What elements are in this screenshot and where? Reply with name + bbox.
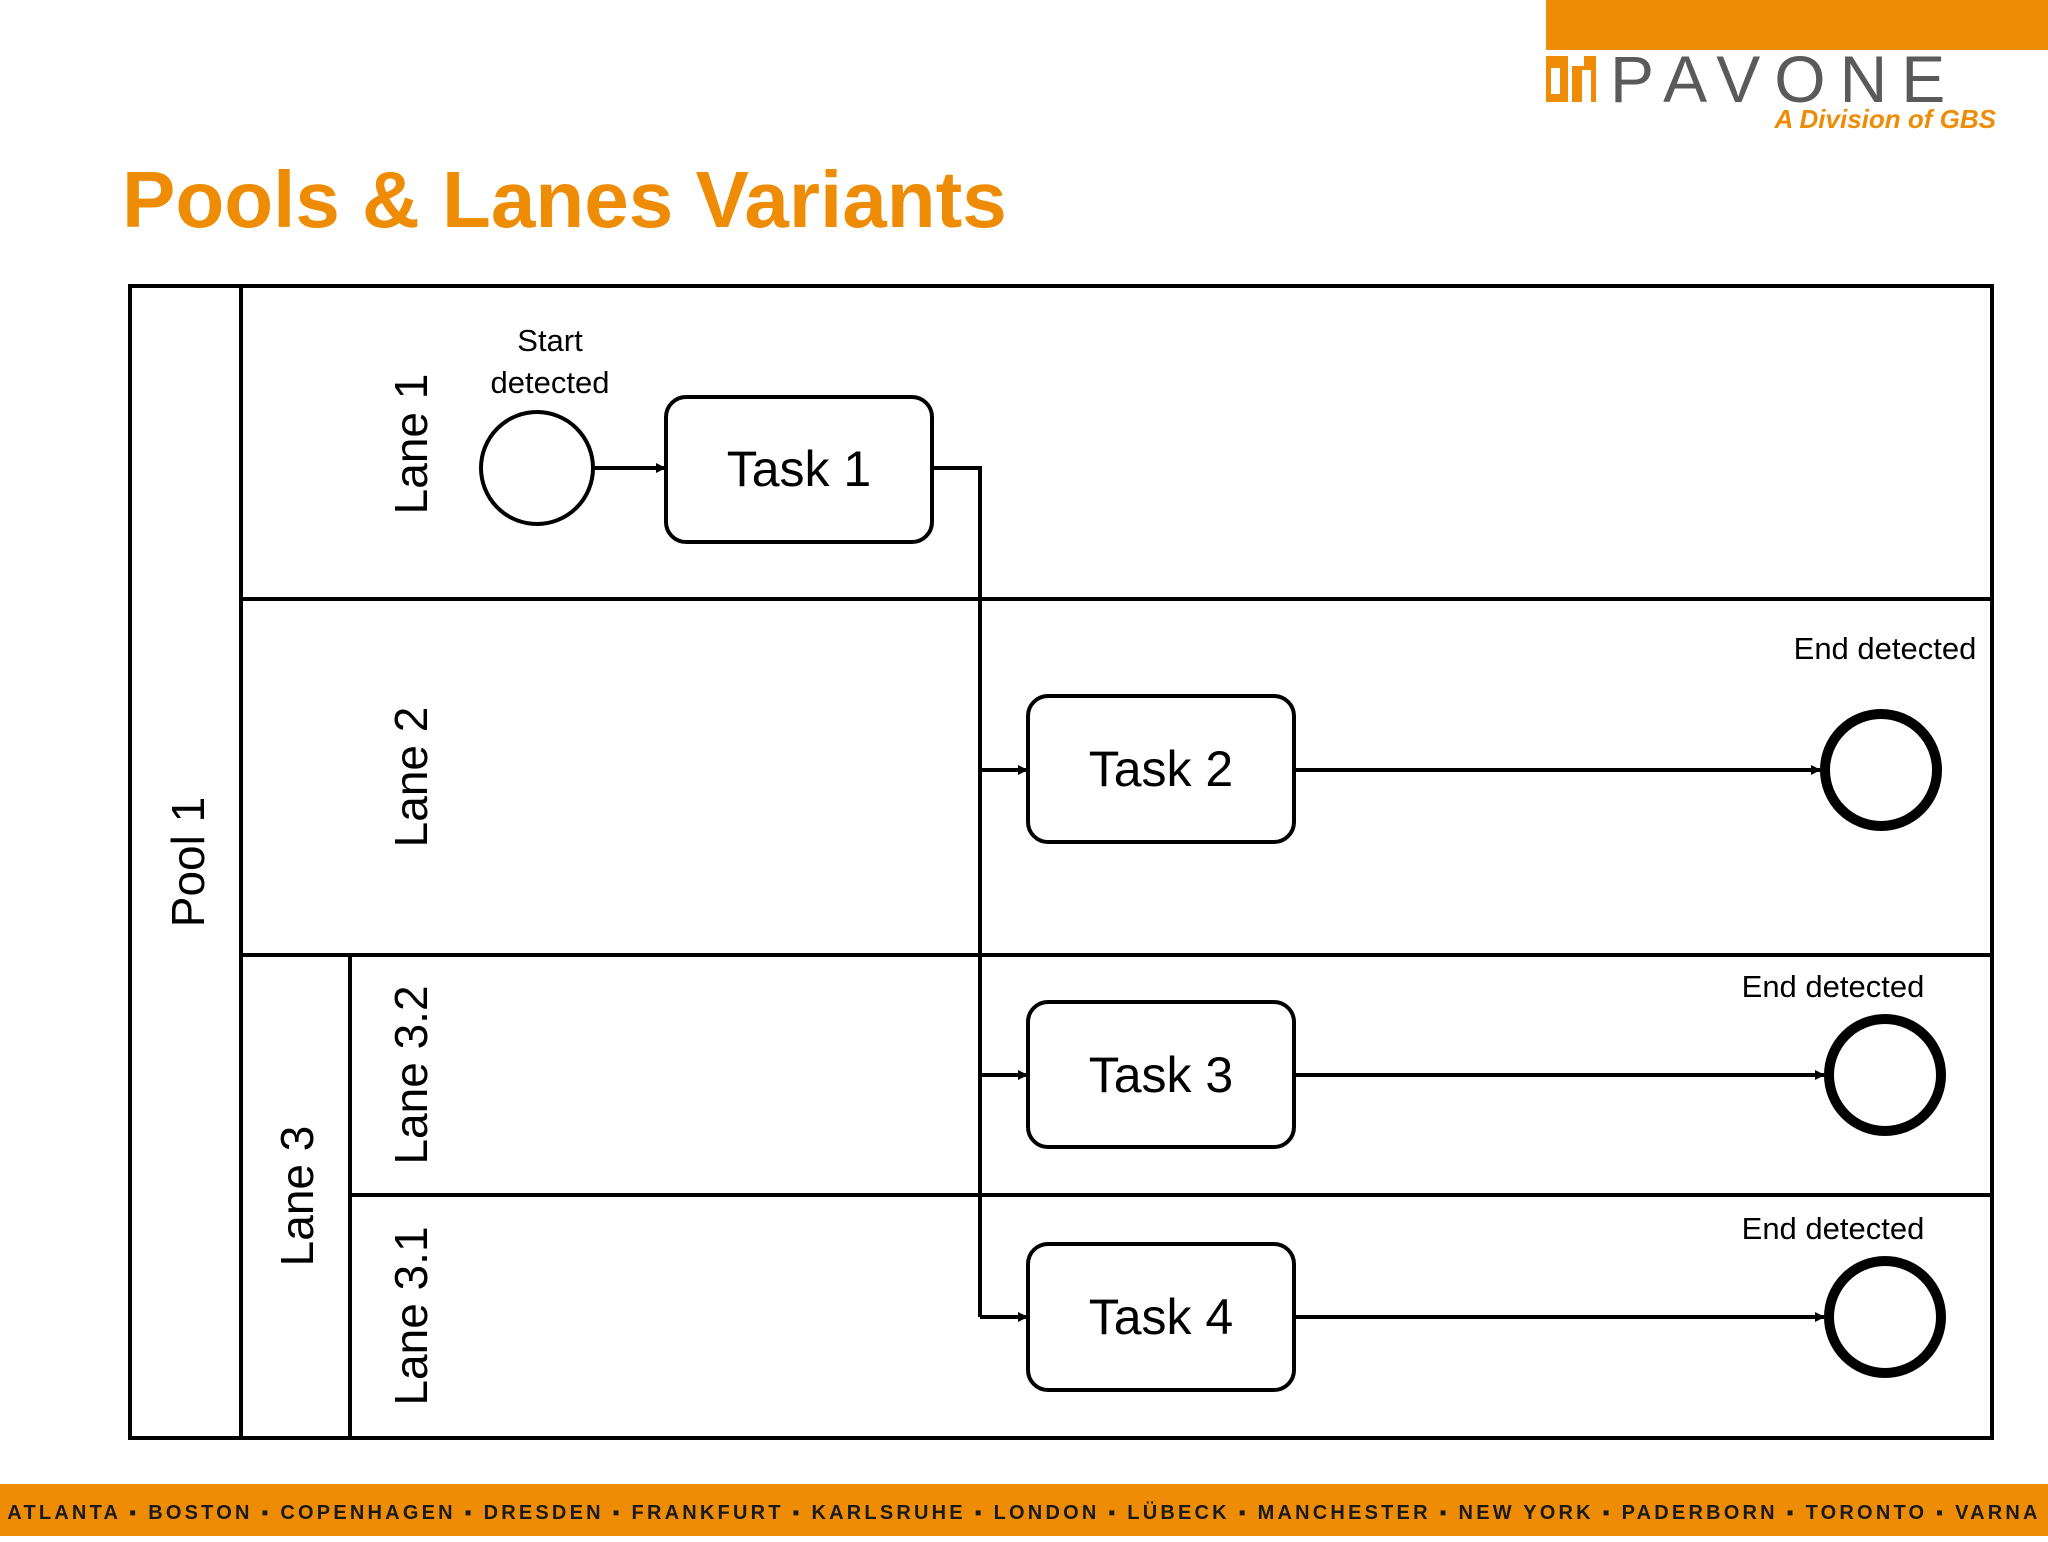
task-1-label: Task 1 — [727, 441, 872, 497]
end-event-4-label: End detected — [1742, 1211, 1925, 1246]
lane-2-label: Lane 2 — [385, 707, 437, 848]
pavone-logo-mark-icon — [1546, 56, 1596, 102]
end-event-4[interactable] — [1824, 1256, 1946, 1378]
pool-1[interactable] — [128, 284, 1994, 1440]
pavone-logo: PAVONE A Division of GBS — [1542, 44, 2002, 142]
pool-label: Pool 1 — [162, 797, 214, 927]
lane-1-label: Lane 1 — [385, 374, 437, 515]
start-event-label-line2: detected — [491, 365, 610, 400]
logo-wordmark: PAVONE — [1610, 42, 1960, 116]
footer-city-list: ATLANTA ▪ BOSTON ▪ COPENHAGEN ▪ DRESDEN … — [7, 1502, 2041, 1524]
flow-task1-trunk — [932, 466, 982, 1317]
end-event-2[interactable] — [1820, 709, 1942, 831]
lane-3-1-label: Lane 3.1 — [385, 1226, 437, 1405]
task-4-label: Task 4 — [1089, 1289, 1234, 1345]
lane-3-label: Lane 3 — [271, 1126, 323, 1267]
end-event-3[interactable] — [1824, 1014, 1946, 1136]
lane-3-2-label: Lane 3.2 — [385, 985, 437, 1164]
start-event[interactable] — [479, 410, 595, 526]
end-event-2-label: End detected — [1794, 631, 1977, 666]
logo-tagline: A Division of GBS — [1774, 104, 1997, 134]
task-3-label: Task 3 — [1089, 1047, 1234, 1103]
footer-bar — [0, 1484, 2048, 1536]
task-2-label: Task 2 — [1089, 741, 1234, 797]
start-event-label-line1: Start — [517, 323, 583, 358]
header-accent-bar — [1546, 0, 2048, 50]
end-event-3-label: End detected — [1742, 969, 1925, 1004]
page-title: Pools & Lanes Variants — [122, 155, 1007, 244]
